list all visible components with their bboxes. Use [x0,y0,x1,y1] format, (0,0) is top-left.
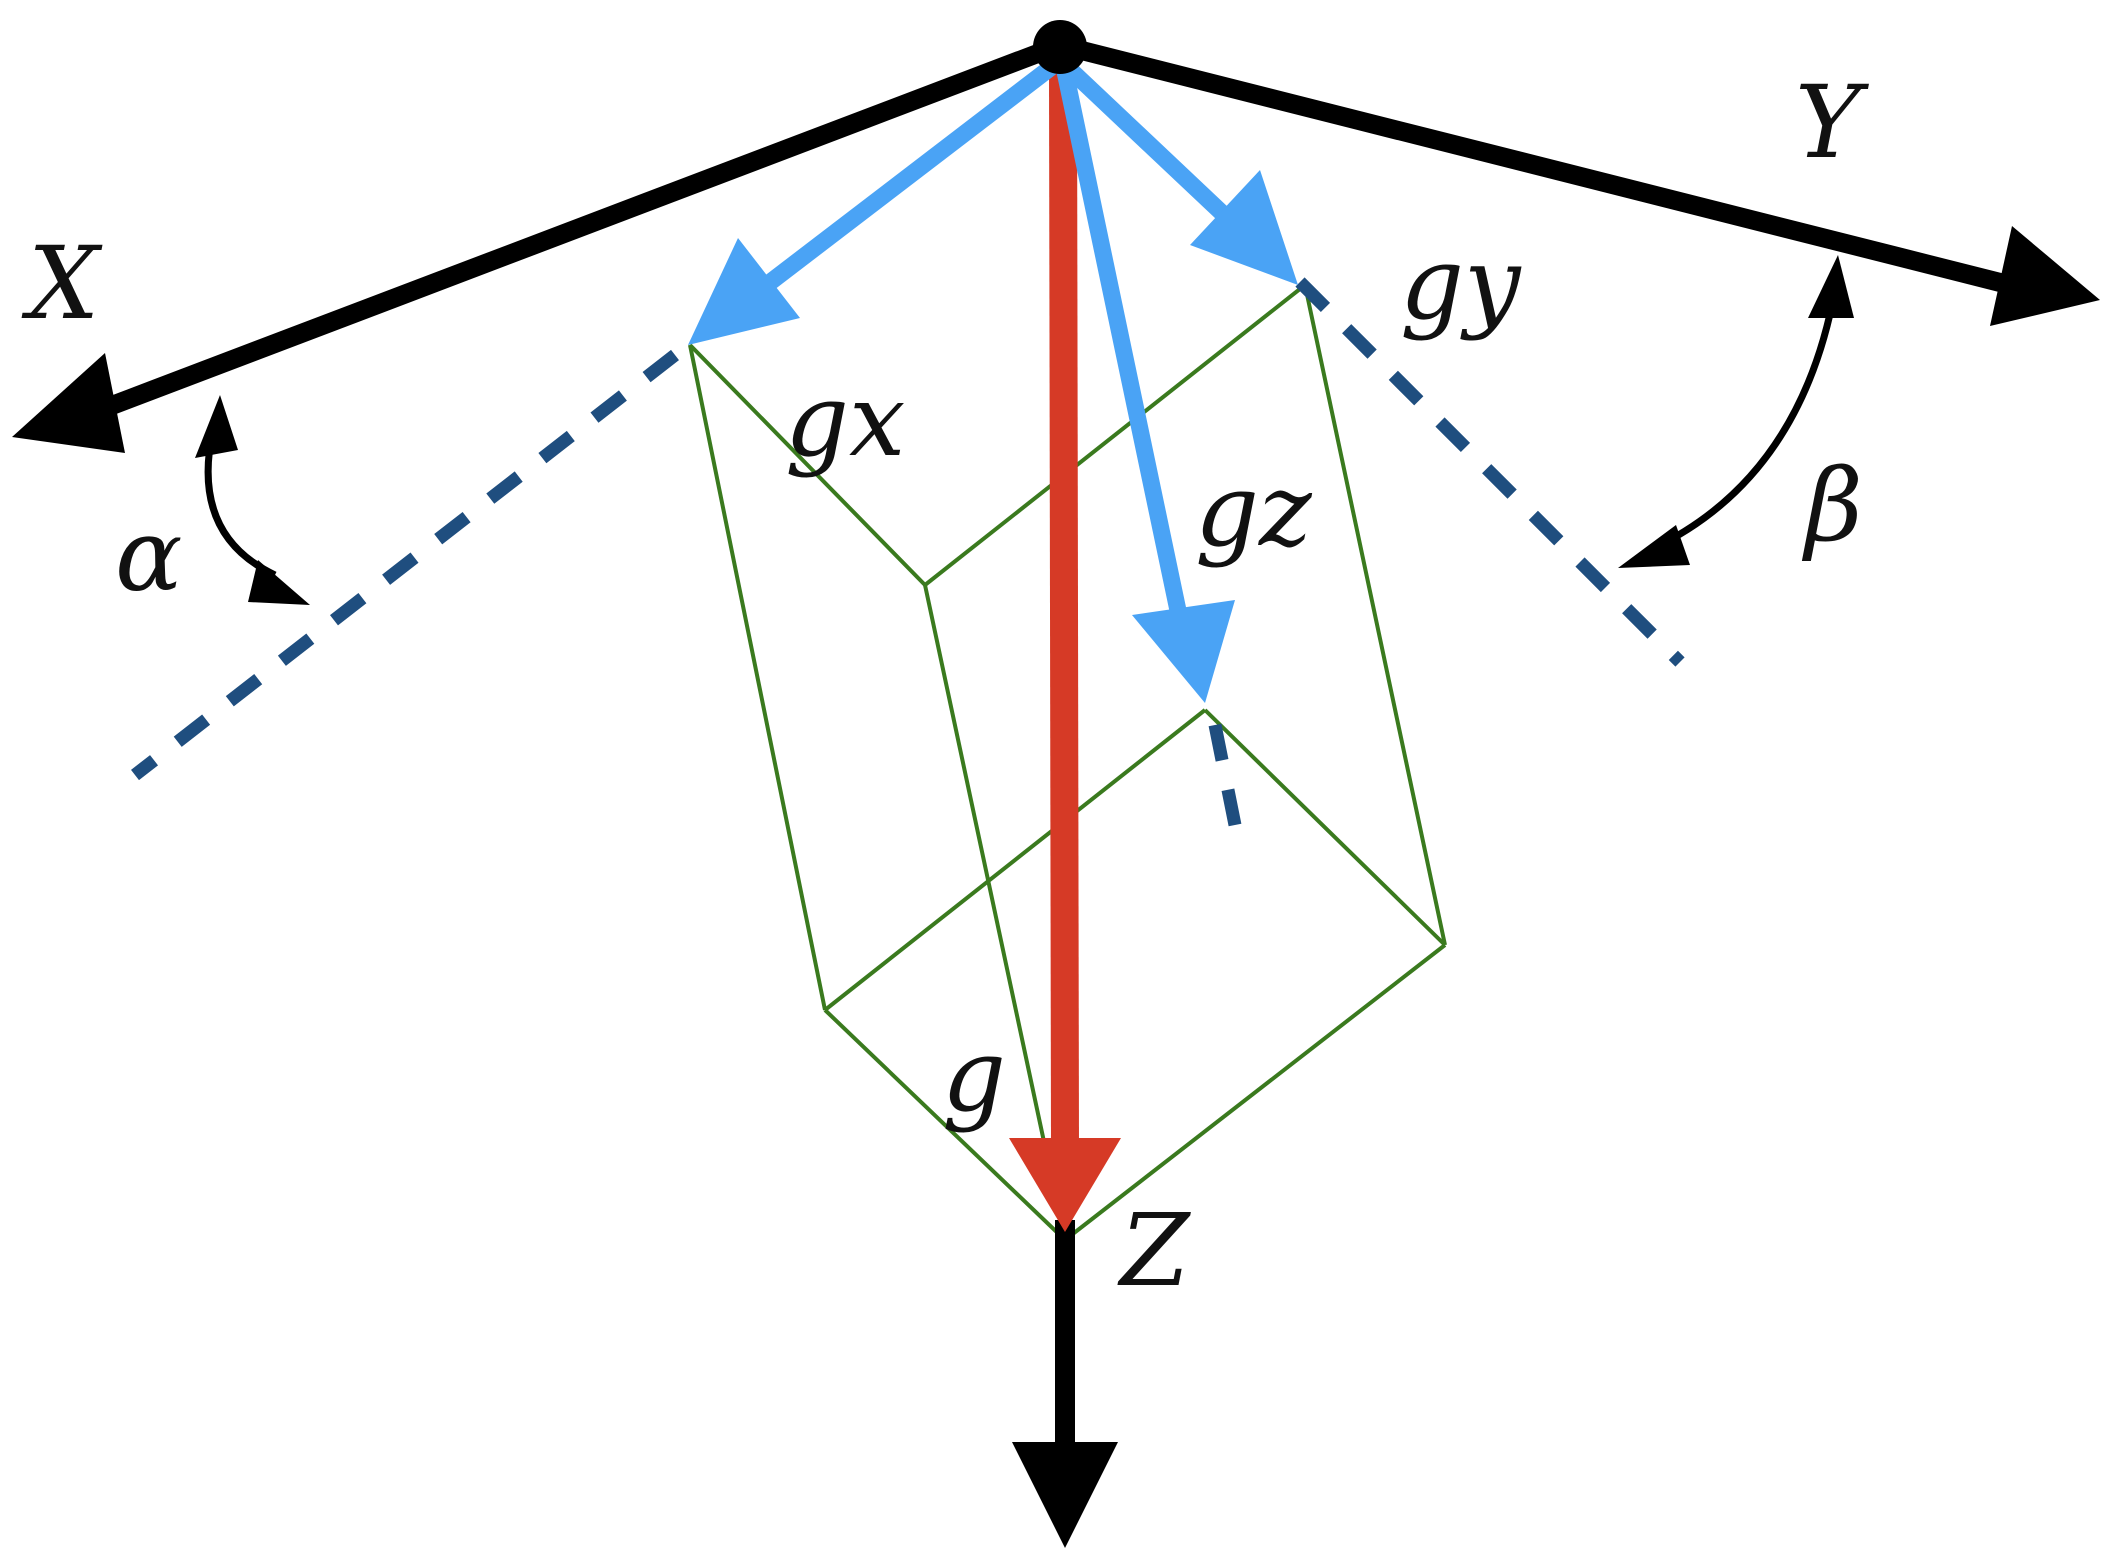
axes [12,35,2100,1548]
alpha-arrowhead-bottom [248,560,310,605]
projection-lines [131,277,1685,827]
x-axis-arrowhead [12,353,125,453]
beta-label: β [1801,447,1863,564]
origin-point [1033,20,1087,74]
gravity-vector [1009,69,1121,1232]
y-axis-arrowhead [1990,226,2100,326]
gx-label: gx [785,362,905,479]
z-axis-label: Z [1117,1192,1191,1309]
box-edge [1303,284,1447,946]
box-edge [923,283,1307,587]
g-label: g [942,1017,1006,1134]
gy-label: gy [1400,225,1522,342]
gx-subscript: x [849,362,905,479]
beta-arrowhead-bottom [1618,525,1690,568]
z-axis-arrowhead [1012,1442,1118,1548]
alpha-label: α [115,497,183,614]
beta-arc [1648,289,1839,554]
box-edge [1063,943,1447,1242]
projection-box [688,283,1447,1242]
x-axis-line [96,36,1064,419]
gravity-shaft [1049,69,1079,1151]
alpha-arrowhead-top [195,395,238,458]
box-edge [923,584,1067,1241]
gz-vector-arrowhead [1132,600,1235,703]
y-projection-line [1295,277,1685,667]
gy-subscript: y [1460,225,1522,342]
box-edge [823,1008,1067,1242]
gz-subscript: z [1258,452,1313,569]
box-edge [1203,708,1447,947]
x-axis-label: X [21,225,103,342]
component-vectors [688,55,1298,703]
y-axis-line [1057,35,2013,295]
gy-vector-shaft [1056,55,1246,237]
box-edge [688,344,827,1011]
x-projection-line [131,349,679,781]
gz-vector-shaft [1054,60,1189,622]
gz-label: gz [1195,452,1313,569]
box-edge [688,343,927,587]
y-axis-label: Y [1795,64,1869,181]
box-edge [823,708,1207,1012]
gx-vector-shaft [754,55,1064,297]
angle-arrowheads [195,255,1854,605]
gy-vector-arrowhead [1190,170,1298,285]
gx-vector-arrowhead [688,238,800,345]
z-projection-line [1208,723,1242,827]
beta-arrowhead-top [1808,255,1854,318]
gravity-arrowhead [1009,1138,1121,1232]
